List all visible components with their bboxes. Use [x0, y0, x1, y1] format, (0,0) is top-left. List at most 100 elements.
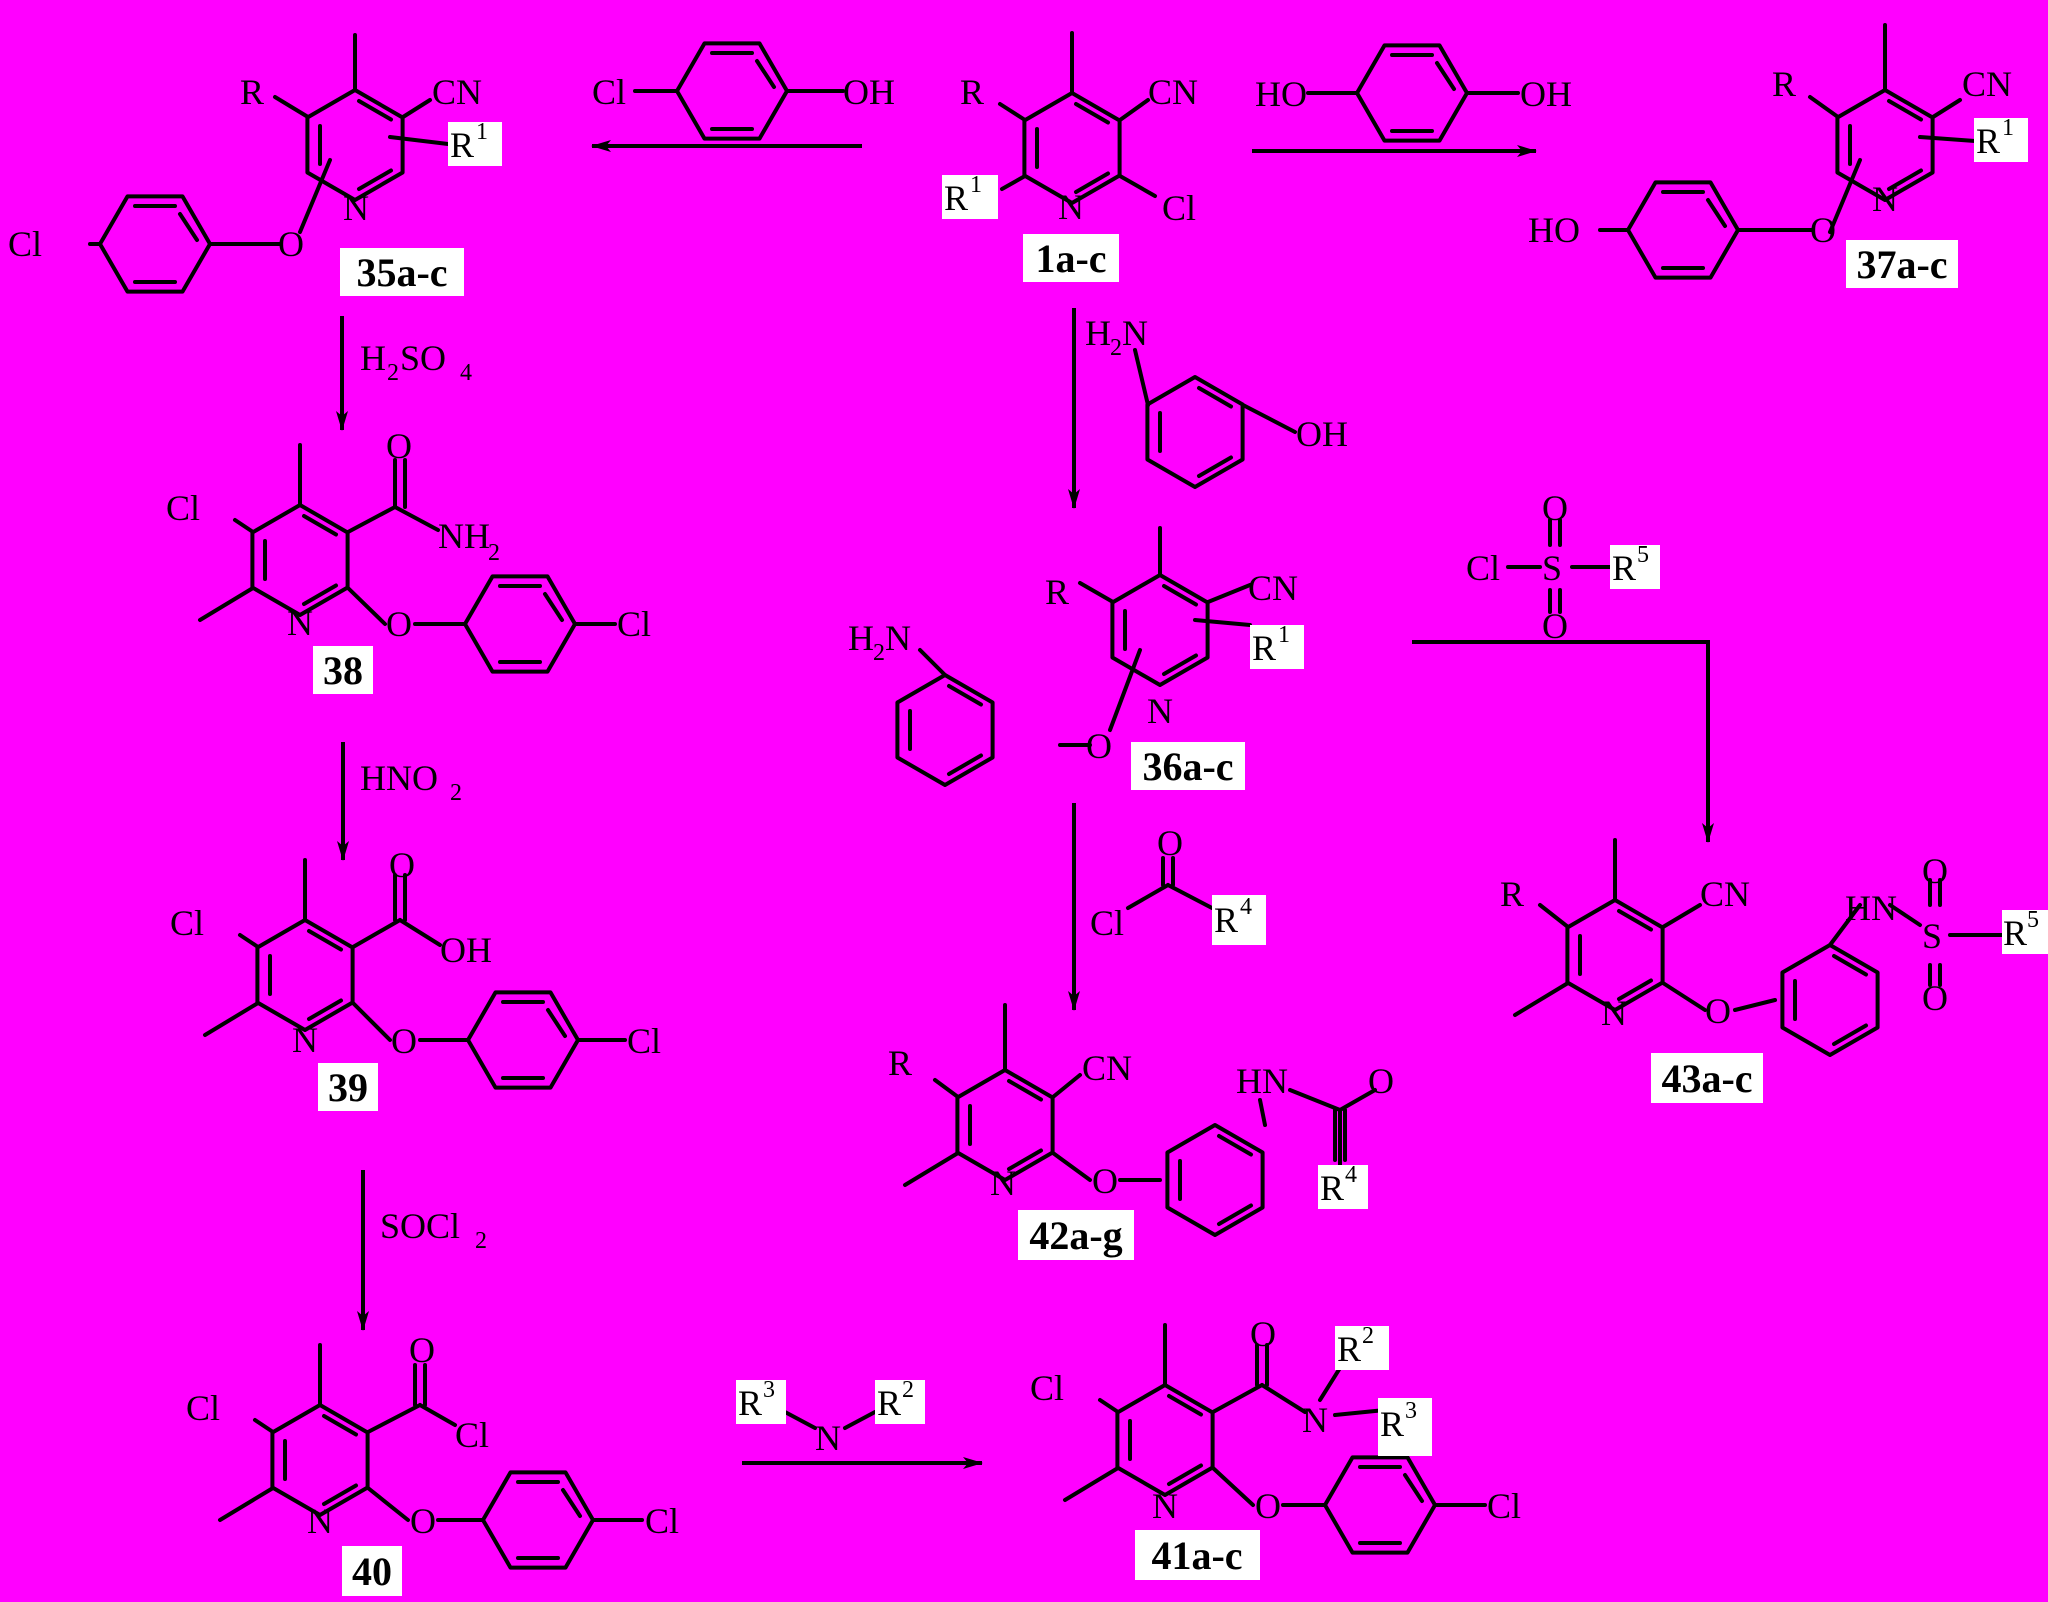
atom-label: HO [1528, 210, 1580, 250]
reagent-label: SOCl [380, 1206, 460, 1246]
reagent-3-aminophenol: H 2 N OH [1085, 313, 1348, 489]
compound-number: 40 [352, 1549, 392, 1594]
label-box [1318, 1165, 1368, 1209]
atom-label: OH [440, 930, 492, 970]
atom-label: S [1922, 916, 1942, 956]
compound-number: 41a-c [1151, 1533, 1242, 1578]
reagent-label: HNO [360, 758, 438, 798]
atom-label: N [1872, 179, 1898, 219]
label-box [1378, 1398, 1432, 1456]
atom-label: H [1085, 313, 1111, 353]
label-box [313, 646, 373, 694]
atom-label: R [1337, 1329, 1361, 1369]
atom-label: OH [843, 72, 895, 112]
atom-label: CN [1148, 72, 1198, 112]
compound-41a-c: O N R 2 R 3 Cl N O Cl 41a-c [1030, 1314, 1521, 1580]
atom-label: 2 [1362, 1323, 1374, 1349]
reagent-acyl-chloride: Cl O R 4 [1090, 823, 1266, 945]
label-box [342, 1546, 402, 1596]
compound-number: 37a-c [1856, 242, 1947, 287]
label-box [1212, 895, 1266, 945]
atom-label: OH [1520, 74, 1572, 114]
atom-label: NH [438, 516, 490, 556]
label-box [1335, 1326, 1389, 1370]
reagent-amine: R 3 N R 2 [736, 1377, 925, 1458]
atom-label: N [815, 1418, 841, 1458]
reagent-label: 2 [450, 780, 462, 806]
atom-label: R [1214, 900, 1238, 940]
label-box [1135, 1530, 1260, 1580]
atom-label: O [1705, 991, 1731, 1031]
atom-label: R [450, 125, 474, 165]
atom-label: N [1058, 187, 1084, 227]
atom-label: O [386, 426, 412, 466]
atom-label: R [960, 72, 984, 112]
atom-label: HO [1255, 74, 1307, 114]
atom-label: Cl [645, 1501, 679, 1541]
atom-label: CN [1248, 568, 1298, 608]
label-box [448, 122, 502, 166]
atom-label: Cl [1030, 1368, 1064, 1408]
compound-39: O OH Cl N O Cl 39 [170, 845, 661, 1111]
atom-label: O [409, 1330, 435, 1370]
atom-label: 4 [1240, 894, 1252, 920]
atom-label: O [410, 1501, 436, 1541]
atom-label: R [2003, 913, 2027, 953]
atom-label: 3 [763, 1377, 775, 1403]
atom-label: Cl [8, 224, 42, 264]
atom-label: R [1772, 64, 1796, 104]
atom-label: R [888, 1043, 912, 1083]
atom-label: N [1122, 313, 1148, 353]
atom-label: O [1542, 488, 1568, 528]
compound-number: 42a-g [1029, 1213, 1122, 1258]
atom-label: O [1542, 606, 1568, 646]
reagent-h2so4: H 2 SO 4 [360, 338, 472, 386]
atom-label: 5 [2027, 907, 2039, 933]
atom-label: O [278, 224, 304, 264]
atom-label: 1 [476, 119, 488, 145]
atom-label: Cl [617, 604, 651, 644]
compound-38: O NH 2 Cl N O Cl 38 [166, 426, 651, 694]
atom-label: O [1922, 978, 1948, 1018]
reagent-hydroquinone: HO OH [1255, 43, 1572, 143]
atom-label: 1 [2002, 115, 2014, 141]
atom-label: 2 [1110, 335, 1122, 361]
atom-label: N [885, 618, 911, 658]
reagent-label: SO [400, 338, 446, 378]
atom-label: R [240, 72, 264, 112]
atom-label: Cl [1162, 188, 1196, 228]
compound-number: 1a-c [1035, 236, 1106, 281]
atom-label: R [877, 1383, 901, 1423]
compound-36a-c: CN R N O H 2 N R 1 36a-c [848, 526, 1304, 790]
atom-label: 5 [1637, 542, 1649, 568]
label-box [1974, 118, 2028, 162]
atom-label: O [1922, 851, 1948, 891]
atom-label: Cl [1466, 548, 1500, 588]
label-box [942, 175, 998, 219]
label-box [1846, 240, 1958, 288]
atom-label: R [1380, 1404, 1404, 1444]
atom-label: R [1252, 628, 1276, 668]
compound-37a-c: CN R N O HO R 1 37a-c [1528, 23, 2028, 288]
label-box [1651, 1053, 1763, 1103]
atom-label: 2 [902, 1377, 914, 1403]
atom-label: 1 [970, 172, 982, 198]
label-box [1023, 234, 1119, 282]
atom-label: R [1976, 121, 2000, 161]
compound-number: 39 [328, 1065, 368, 1110]
atom-label: R [1612, 548, 1636, 588]
atom-label: O [391, 1021, 417, 1061]
atom-label: Cl [166, 488, 200, 528]
label-box [318, 1063, 378, 1111]
atom-label: N [990, 1163, 1016, 1203]
atom-label: R [1320, 1168, 1344, 1208]
atom-label: N [1152, 1486, 1178, 1526]
atom-label: CN [1082, 1048, 1132, 1088]
reagent-socl2: SOCl 2 [380, 1206, 487, 1254]
reagent-label: 2 [475, 1228, 487, 1254]
atom-label: O [1250, 1314, 1276, 1354]
reagent-label: 4 [460, 360, 472, 386]
atom-label: HN [1845, 888, 1897, 928]
atom-label: CN [432, 72, 482, 112]
